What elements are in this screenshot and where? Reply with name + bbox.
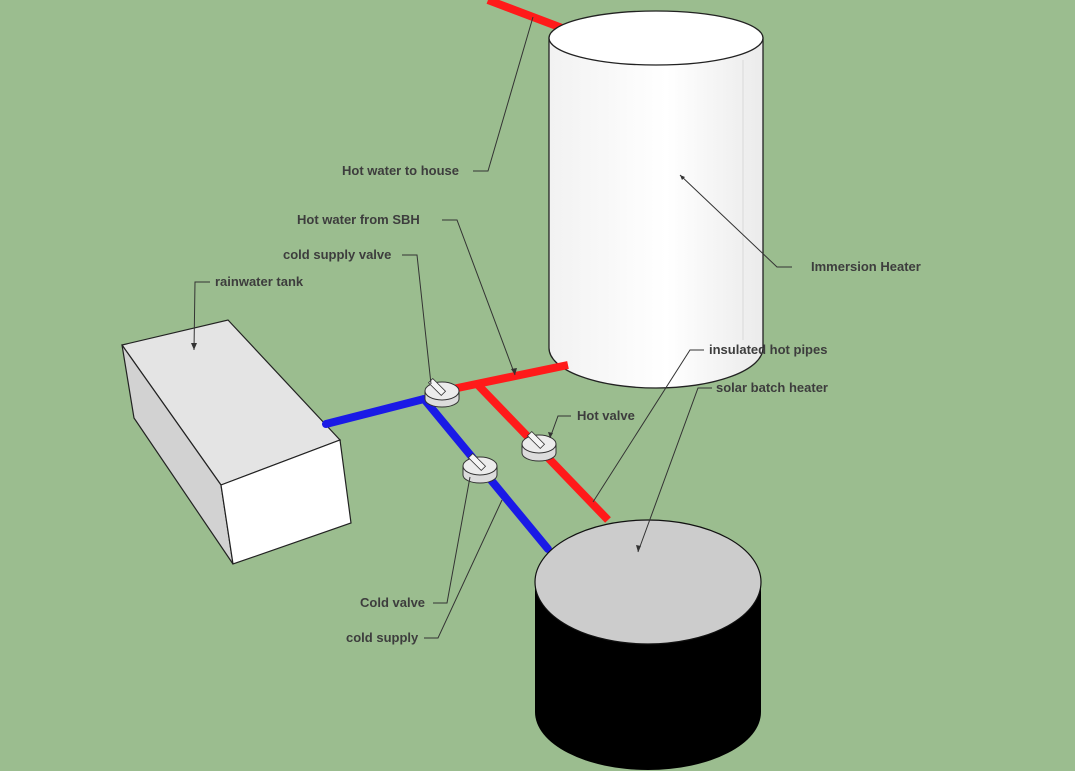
cold-supply-valve xyxy=(424,377,460,408)
label-cold-valve: Cold valve xyxy=(360,595,426,610)
hot-valve xyxy=(521,430,557,462)
label-immersion-heater: Immersion Heater xyxy=(811,259,921,274)
leader-arrowheads xyxy=(191,175,685,552)
label-hot-water-to-house: Hot water to house xyxy=(342,163,460,178)
label-hot-water-from-sbh: Hot water from SBH xyxy=(297,212,420,227)
leader-cold-valve xyxy=(433,476,471,604)
rainwater-tank xyxy=(120,319,352,565)
leader-cold-supply xyxy=(424,499,503,639)
leader-lines xyxy=(193,16,792,639)
leader-insulated-hot-pipes xyxy=(592,349,704,503)
leader-rainwater-tank xyxy=(193,281,210,351)
leader-solar-batch-heater xyxy=(637,387,712,553)
label-rainwater-tank: rainwater tank xyxy=(215,274,304,289)
immersion-heater xyxy=(548,10,764,389)
leader-hot-valve xyxy=(549,415,571,439)
label-solar-batch-heater: solar batch heater xyxy=(716,380,828,395)
cold-valve xyxy=(462,452,498,484)
hot-pipe-to-house xyxy=(486,0,564,32)
label-cold-supply-valve: cold supply valve xyxy=(283,247,392,262)
label-hot-valve: Hot valve xyxy=(577,408,635,423)
leader-immersion-heater xyxy=(679,174,792,268)
leader-hot-water-to-house xyxy=(473,16,534,172)
leader-cold-supply-valve xyxy=(402,254,432,385)
label-insulated-hot-pipes: insulated hot pipes xyxy=(709,342,828,357)
label-cold-supply: cold supply xyxy=(346,630,419,645)
leader-hot-water-from-sbh xyxy=(442,219,516,376)
solar-batch-heater xyxy=(534,519,762,770)
